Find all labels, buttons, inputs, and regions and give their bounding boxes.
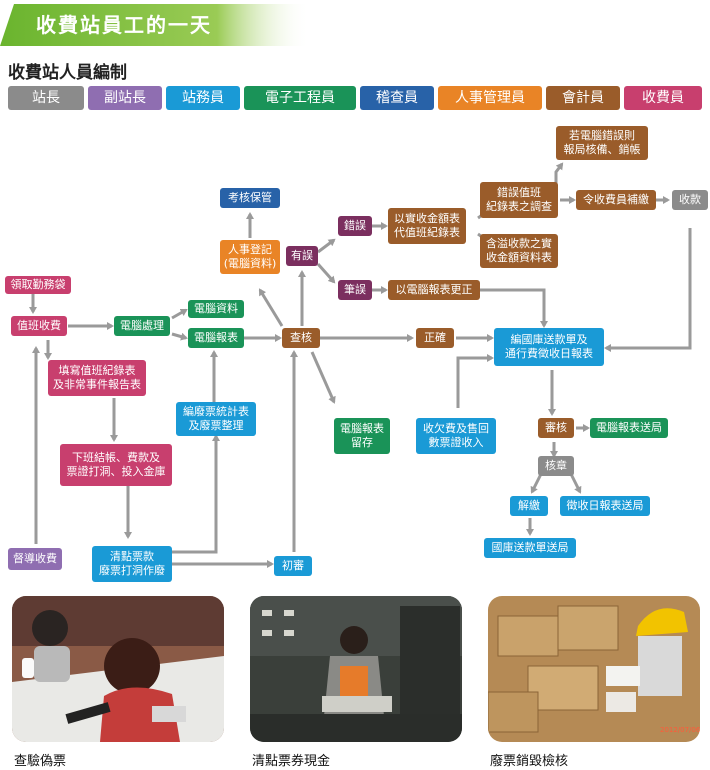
- photo-destroy-tickets: 2012/07/06: [488, 596, 700, 742]
- role-deputy-master: 副站長: [88, 86, 162, 110]
- photo-date-stamp: 2012/07/06: [660, 726, 700, 734]
- page-title: 收費站員工的一天: [36, 13, 212, 37]
- caption-destroy-tickets: 廢票銷毀檢核: [490, 754, 569, 769]
- fill-records-box: 填寫值班紀錄表 及非常事件報告表: [48, 360, 146, 396]
- correct-by-report-box: 以電腦報表更正: [388, 280, 480, 300]
- has-error-box: 有誤: [286, 246, 318, 266]
- role-accountant: 會計員: [546, 86, 620, 110]
- review-keep-box: 考核保管: [220, 188, 280, 208]
- compile-stats-box: 編廢票統計表 及廢票整理: [176, 402, 256, 436]
- collect-payment-box: 收款: [672, 190, 708, 210]
- verify-box: 審核: [538, 418, 574, 438]
- error-box: 錯誤: [338, 216, 372, 236]
- clerical-error-box: 筆誤: [338, 280, 372, 300]
- audit-box: 查核: [282, 328, 320, 348]
- caption-count-tickets-cash: 清點票券現金: [252, 754, 331, 769]
- replace-record-box: 以實收金額表 代值班紀錄表: [388, 208, 466, 244]
- photo-check-counterfeit: [12, 596, 224, 742]
- role-station-master: 站長: [8, 86, 84, 110]
- role-inspector: 稽查員: [360, 86, 434, 110]
- arrears-box: 收欠費及售回 數票證收入: [416, 418, 496, 454]
- computer-data-box: 電腦資料: [188, 300, 244, 318]
- computer-error-box: 若電腦錯誤則 報局核備、銷帳: [556, 126, 648, 160]
- report-keep-box: 電腦報表 留存: [334, 418, 390, 454]
- supervise-box: 督導收費: [8, 548, 62, 570]
- section-title: 收費站人員編制: [8, 63, 127, 83]
- role-toll-collector: 收費員: [624, 86, 702, 110]
- collect-duty-bag-box: 領取勤務袋: [5, 276, 71, 294]
- hr-register-box: 人事登記 (電腦資料): [220, 240, 280, 274]
- count-tickets-box: 清點票款 廢票打洞作廢: [92, 546, 172, 582]
- report-send-box: 電腦報表送局: [590, 418, 668, 438]
- computer-report-box: 電腦報表: [188, 328, 244, 348]
- photo-count-tickets-cash: [250, 596, 462, 742]
- remittance-box: 編國庫送款單及 通行費徵收日報表: [494, 328, 604, 366]
- role-electronic-engineer: 電子工程員: [244, 86, 356, 110]
- flow-arrows: [29, 162, 692, 568]
- role-station-clerk: 站務員: [166, 86, 240, 110]
- order-makeup-box: 令收費員補繳: [576, 190, 656, 210]
- treasury-send-box: 國庫送款單送局: [484, 538, 576, 558]
- overage-table-box: 含溢收款之實 收金額資料表: [480, 234, 558, 268]
- investigate-box: 錯誤值班 紀錄表之調查: [480, 182, 558, 218]
- approve-box: 核章: [538, 456, 574, 476]
- deposit-box: 解繳: [510, 496, 548, 516]
- correct-box: 正確: [416, 328, 454, 348]
- role-hr-manager: 人事管理員: [438, 86, 542, 110]
- end-shift-box: 下班結帳、費款及 票證打洞、投入金庫: [60, 444, 172, 486]
- header-banner: [0, 4, 310, 46]
- first-review-box: 初審: [274, 556, 312, 576]
- caption-check-counterfeit: 查驗偽票: [14, 754, 67, 769]
- computer-process-box: 電腦處理: [114, 316, 170, 336]
- shift-collect-box: 值班收費: [11, 316, 67, 336]
- daily-send-box: 徵收日報表送局: [560, 496, 650, 516]
